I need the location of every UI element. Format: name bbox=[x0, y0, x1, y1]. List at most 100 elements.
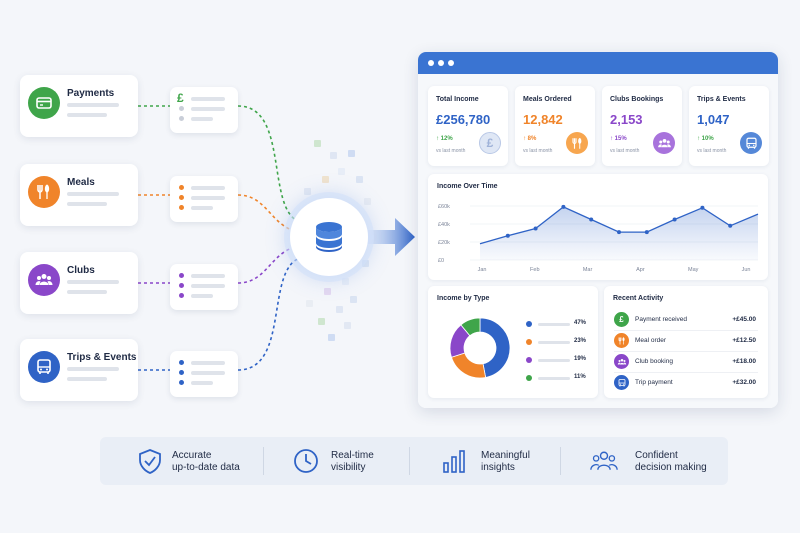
record-dot bbox=[179, 205, 184, 210]
window-dot[interactable] bbox=[448, 60, 454, 66]
data-record-card: £ bbox=[170, 87, 238, 133]
x-tick-label: Apr bbox=[636, 267, 645, 273]
placeholder-line bbox=[191, 186, 225, 190]
activity-label: Club booking bbox=[635, 358, 673, 365]
source-title: Meals bbox=[67, 177, 95, 188]
legend-placeholder bbox=[538, 340, 570, 344]
kpi-subtext: vs last month bbox=[436, 148, 466, 154]
database-hub bbox=[290, 198, 368, 276]
kpi-icon-badge bbox=[566, 132, 588, 154]
placeholder-line bbox=[67, 377, 107, 381]
data-point[interactable] bbox=[644, 230, 649, 235]
data-point[interactable] bbox=[561, 204, 566, 209]
divider bbox=[409, 447, 410, 475]
data-point[interactable] bbox=[617, 230, 621, 235]
activity-icon-badge bbox=[614, 375, 629, 390]
data-record-card bbox=[170, 351, 238, 397]
data-point[interactable] bbox=[672, 217, 677, 222]
legend-dot bbox=[526, 375, 532, 381]
data-point[interactable] bbox=[533, 226, 538, 231]
divider bbox=[614, 372, 758, 373]
pound-icon: £ bbox=[619, 315, 624, 324]
donut-slice[interactable] bbox=[479, 317, 511, 378]
record-dot bbox=[179, 195, 184, 200]
source-icon-badge bbox=[28, 264, 60, 296]
kpi-delta: ↑ 10% bbox=[697, 136, 714, 142]
legend-percent: 47% bbox=[574, 320, 587, 326]
record-dot bbox=[179, 370, 184, 375]
kpi-delta: ↑ 15% bbox=[610, 136, 627, 142]
connector-line bbox=[237, 194, 293, 231]
placeholder-line bbox=[191, 274, 225, 278]
shield-check-icon bbox=[139, 449, 161, 474]
legend-dot bbox=[526, 357, 532, 363]
legend-dot bbox=[526, 321, 532, 327]
connector-line bbox=[237, 105, 301, 223]
placeholder-line bbox=[67, 113, 107, 117]
record-dot bbox=[179, 273, 184, 278]
source-card[interactable]: Meals bbox=[20, 164, 138, 226]
placeholder-line bbox=[191, 196, 225, 200]
record-dot bbox=[179, 360, 184, 365]
bar-chart-icon bbox=[443, 450, 465, 473]
data-point[interactable] bbox=[700, 205, 705, 210]
group-icon bbox=[657, 138, 671, 147]
income-by-type-panel: Income by Type 47%23%19%11% bbox=[428, 286, 598, 398]
data-point[interactable] bbox=[505, 233, 510, 238]
connector-line bbox=[237, 247, 293, 284]
kpi-subtext: vs last month bbox=[523, 148, 553, 154]
activity-icon-badge: £ bbox=[614, 312, 629, 327]
data-record-card bbox=[170, 176, 238, 222]
kpi-card[interactable]: Total Income£256,780↑ 12%vs last month£ bbox=[428, 86, 508, 166]
legend-placeholder bbox=[538, 322, 570, 326]
donut-slice[interactable] bbox=[460, 317, 481, 337]
source-card[interactable]: Trips & Events bbox=[20, 339, 138, 401]
activity-icon-badge bbox=[614, 333, 629, 348]
placeholder-line bbox=[67, 192, 119, 196]
record-dot bbox=[179, 283, 184, 288]
x-tick-label: May bbox=[688, 267, 699, 273]
kpi-value: £256,780 bbox=[436, 112, 491, 127]
source-card[interactable]: Clubs bbox=[20, 252, 138, 314]
source-icon-badge bbox=[28, 176, 60, 208]
window-dot[interactable] bbox=[428, 60, 434, 66]
activity-label: Trip payment bbox=[635, 379, 673, 386]
utensils-icon bbox=[618, 336, 625, 344]
legend-percent: 11% bbox=[574, 374, 586, 380]
record-dot bbox=[179, 293, 184, 298]
placeholder-line bbox=[67, 202, 107, 206]
x-tick-label: Mar bbox=[583, 267, 593, 273]
placeholder-line bbox=[191, 294, 213, 298]
placeholder-line bbox=[191, 381, 213, 385]
flow-arrow bbox=[368, 218, 415, 256]
source-card[interactable]: Payments bbox=[20, 75, 138, 137]
record-dot bbox=[179, 116, 184, 121]
data-point[interactable] bbox=[728, 223, 733, 228]
panel-title: Income Over Time bbox=[437, 183, 498, 190]
donut-slice[interactable] bbox=[450, 352, 487, 379]
placeholder-line bbox=[67, 280, 119, 284]
kpi-icon-badge: £ bbox=[479, 132, 501, 154]
pound-symbol: £ bbox=[177, 91, 184, 105]
window-dot[interactable] bbox=[438, 60, 444, 66]
placeholder-line bbox=[67, 367, 119, 371]
pound-coin-icon: £ bbox=[486, 136, 494, 150]
placeholder-line bbox=[191, 107, 225, 111]
x-tick-label: Jan bbox=[478, 267, 487, 273]
utensils-icon bbox=[571, 137, 581, 149]
source-icon-badge bbox=[28, 87, 60, 119]
source-icon-badge bbox=[28, 351, 60, 383]
activity-amount: +£12.50 bbox=[732, 337, 756, 344]
connector-line bbox=[237, 257, 301, 371]
data-point[interactable] bbox=[589, 217, 594, 222]
kpi-label: Trips & Events bbox=[697, 96, 746, 103]
bus-icon bbox=[745, 137, 757, 149]
meals-utensils-icon bbox=[37, 184, 50, 199]
x-tick-label: Jun bbox=[742, 267, 751, 273]
